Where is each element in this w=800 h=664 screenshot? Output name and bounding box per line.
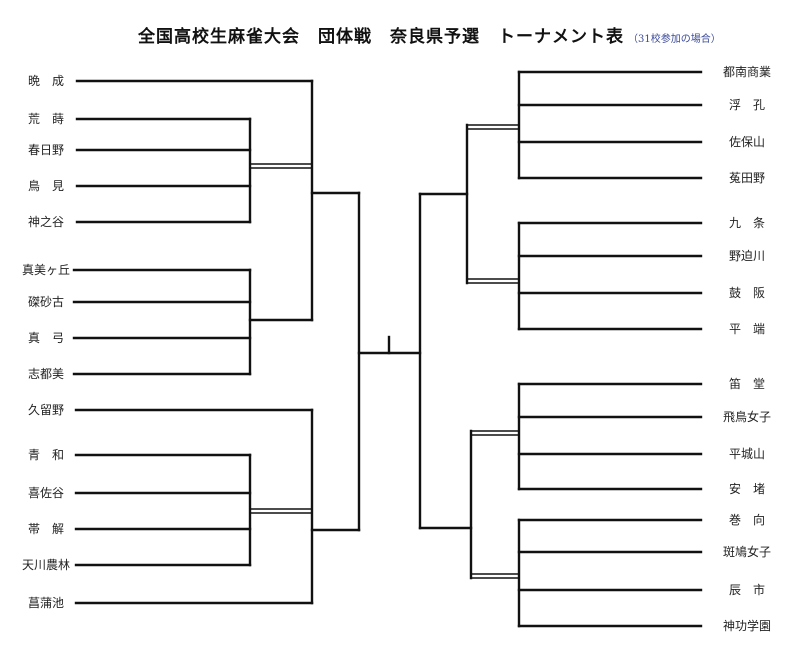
team-label-left: 真美ヶ丘 <box>21 263 70 277</box>
team-label-left: 青 和 <box>27 448 64 462</box>
team-label-left: 春日野 <box>27 143 64 157</box>
team-label-left: 晩 成 <box>27 74 64 88</box>
team-label-right: 斑鳩女子 <box>722 545 771 559</box>
team-label-left: 久留野 <box>27 403 64 417</box>
team-label-right: 鼓 阪 <box>728 286 765 300</box>
title-text: 全国高校生麻雀大会 団体戦 奈良県予選 トーナメント表 <box>138 27 624 47</box>
team-label-left: 鳥 見 <box>27 179 64 193</box>
page-title: 全国高校生麻雀大会 団体戦 奈良県予選 トーナメント表 （31校参加の場合） <box>138 22 721 47</box>
team-label-left: 真 弓 <box>27 331 64 345</box>
team-label-right: 平 端 <box>728 322 765 336</box>
team-label-right: 辰 市 <box>728 583 765 597</box>
team-label-left: 神之谷 <box>27 215 64 229</box>
team-label-right: 菟田野 <box>728 171 765 185</box>
team-label-right: 都南商業 <box>722 65 771 79</box>
team-label-left: 天川農林 <box>21 558 70 572</box>
team-label-left: 志都美 <box>27 367 64 381</box>
team-label-left: 喜佐谷 <box>27 486 64 500</box>
team-label-right: 佐保山 <box>728 135 765 149</box>
team-label-right: 安 堵 <box>728 482 765 496</box>
team-label-right: 平城山 <box>728 447 765 461</box>
team-label-right: 飛鳥女子 <box>722 410 771 424</box>
team-label-right: 笛 堂 <box>728 377 765 391</box>
team-label-right: 野迫川 <box>728 249 765 263</box>
team-label-right: 九 条 <box>728 216 765 230</box>
team-label-right: 浮 孔 <box>728 98 765 112</box>
team-label-right: 巻 向 <box>728 513 765 527</box>
subtitle-text: （31校参加の場合） <box>628 34 721 45</box>
team-label-left: 磔砂古 <box>27 295 64 309</box>
team-label-left: 荒 蒔 <box>27 112 64 126</box>
team-label-left: 帯 解 <box>27 522 64 536</box>
team-label-right: 神功学園 <box>722 619 771 633</box>
team-label-left: 菖蒲池 <box>27 596 64 610</box>
